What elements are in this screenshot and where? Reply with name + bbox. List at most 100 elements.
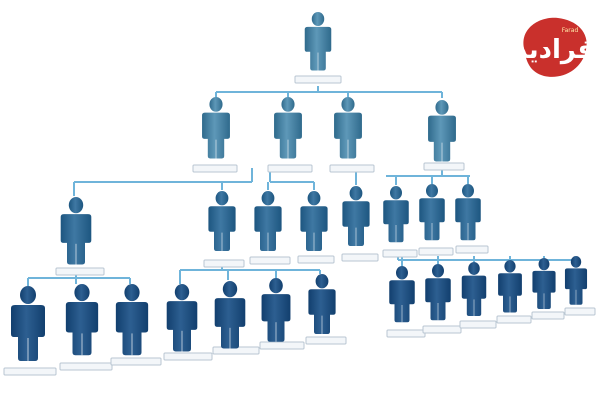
person-figure bbox=[389, 266, 415, 323]
person-figure bbox=[334, 97, 362, 159]
nameplate bbox=[382, 249, 418, 258]
person-head bbox=[281, 97, 295, 112]
person-body bbox=[115, 302, 149, 356]
nameplate bbox=[249, 256, 291, 265]
person-body bbox=[334, 112, 362, 159]
person-head bbox=[311, 12, 325, 27]
nameplate bbox=[423, 162, 465, 171]
person-figure bbox=[261, 278, 291, 342]
nameplate bbox=[59, 362, 113, 371]
person-figure bbox=[300, 191, 328, 251]
person-body bbox=[461, 275, 487, 316]
person-figure bbox=[498, 260, 522, 313]
person-head bbox=[222, 281, 238, 298]
person-head bbox=[209, 97, 223, 112]
person-body bbox=[342, 201, 370, 246]
person-body bbox=[425, 278, 451, 321]
nameplate bbox=[418, 247, 454, 256]
person-figure bbox=[11, 286, 45, 361]
person-body bbox=[419, 198, 445, 241]
person-figure bbox=[425, 264, 451, 321]
person-figure bbox=[383, 186, 409, 243]
person-figure bbox=[254, 191, 282, 251]
person-head bbox=[315, 274, 329, 289]
nameplate bbox=[531, 311, 565, 320]
person-head bbox=[570, 256, 582, 268]
person-head bbox=[307, 191, 321, 206]
person-body bbox=[60, 214, 92, 265]
person-figure bbox=[304, 12, 332, 71]
person-head bbox=[462, 184, 474, 198]
nameplate bbox=[386, 329, 426, 338]
person-head bbox=[435, 100, 449, 115]
person-head bbox=[432, 264, 444, 278]
nameplate bbox=[422, 325, 462, 334]
nameplate bbox=[259, 341, 305, 350]
logo-small-text: Farad bbox=[562, 27, 579, 34]
person-head bbox=[215, 191, 229, 206]
person-figure bbox=[461, 262, 487, 316]
person-head bbox=[174, 284, 190, 301]
person-body bbox=[383, 200, 409, 243]
nameplate bbox=[305, 336, 347, 345]
person-head bbox=[468, 262, 480, 275]
person-head bbox=[20, 286, 36, 304]
person-head bbox=[341, 97, 355, 112]
person-figure bbox=[115, 284, 149, 356]
nameplate bbox=[267, 164, 313, 173]
person-body bbox=[389, 280, 415, 323]
person-head bbox=[124, 284, 140, 302]
person-body bbox=[202, 112, 230, 159]
person-figure bbox=[455, 184, 481, 241]
nameplate bbox=[110, 357, 162, 366]
person-figure bbox=[166, 284, 198, 352]
nameplate bbox=[564, 307, 596, 316]
nameplate bbox=[3, 367, 57, 376]
person-head bbox=[261, 191, 275, 206]
person-body bbox=[428, 115, 456, 162]
logo-badge: فرادید Farad bbox=[514, 17, 594, 77]
person-figure bbox=[419, 184, 445, 241]
person-body bbox=[304, 26, 332, 71]
person-body bbox=[498, 273, 522, 313]
person-body bbox=[300, 206, 328, 251]
person-body bbox=[254, 206, 282, 251]
person-head bbox=[349, 186, 363, 201]
person-figure bbox=[60, 197, 92, 265]
nameplate bbox=[203, 259, 245, 268]
person-head bbox=[396, 266, 408, 280]
person-head bbox=[74, 284, 90, 302]
nameplate bbox=[163, 352, 213, 361]
nameplate bbox=[459, 320, 497, 329]
nameplate bbox=[55, 267, 105, 276]
person-figure bbox=[208, 191, 236, 251]
person-body bbox=[261, 294, 291, 342]
person-head bbox=[538, 258, 550, 271]
person-figure bbox=[202, 97, 230, 159]
person-body bbox=[532, 270, 556, 309]
person-body bbox=[214, 298, 246, 349]
person-figures bbox=[11, 12, 588, 361]
person-figure bbox=[214, 281, 246, 349]
nameplate bbox=[329, 164, 375, 173]
person-body bbox=[455, 198, 481, 241]
person-body bbox=[166, 301, 198, 352]
person-body bbox=[208, 206, 236, 251]
nameplate bbox=[341, 253, 379, 262]
logo-text: فرادید bbox=[516, 35, 592, 65]
person-body bbox=[564, 268, 588, 305]
person-figure bbox=[342, 186, 370, 246]
nameplate bbox=[294, 75, 342, 84]
person-body bbox=[11, 305, 45, 361]
person-head bbox=[504, 260, 516, 273]
person-figure bbox=[308, 274, 336, 334]
person-body bbox=[274, 112, 302, 159]
person-figure bbox=[532, 258, 556, 309]
person-figure bbox=[428, 100, 456, 162]
nameplate bbox=[192, 164, 238, 173]
person-body bbox=[65, 302, 99, 356]
connector-lines bbox=[27, 86, 574, 286]
person-head bbox=[68, 197, 84, 214]
person-figure bbox=[564, 256, 588, 305]
